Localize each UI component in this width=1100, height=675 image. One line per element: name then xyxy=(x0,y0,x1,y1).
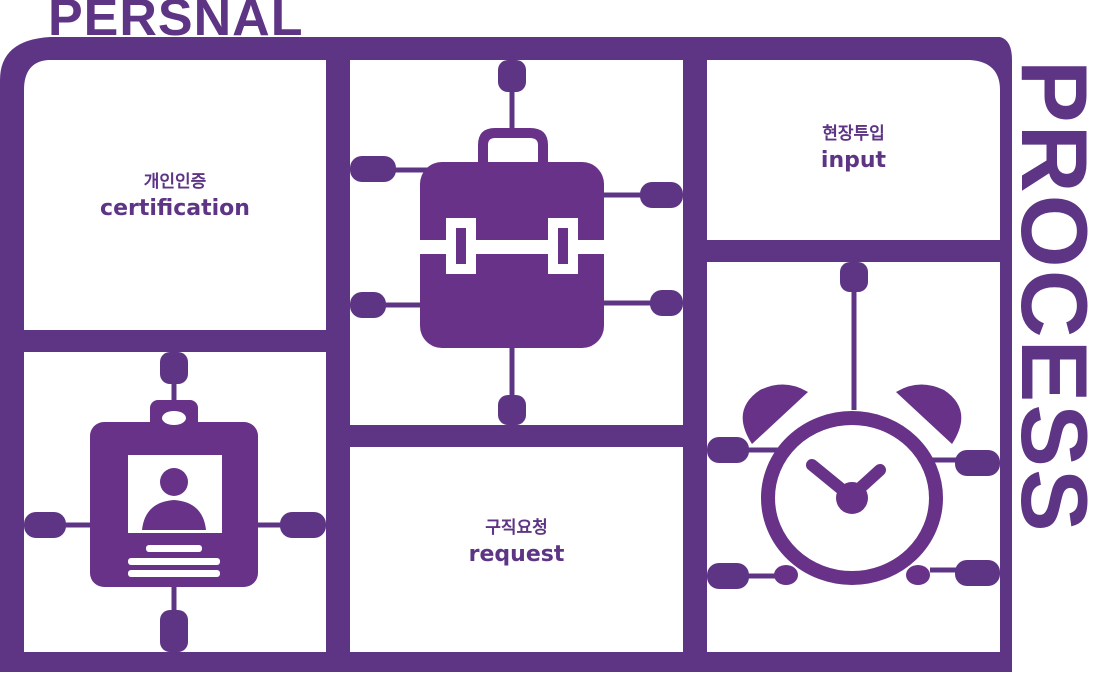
divider xyxy=(700,240,1010,262)
step-label-en: request xyxy=(468,542,565,567)
step-label-en: input xyxy=(820,148,887,173)
step-certification: 개인인증 certification xyxy=(24,170,326,224)
title-process: PROCESS xyxy=(1002,60,1100,534)
step-input: 현장투입 input xyxy=(707,122,1000,176)
divider xyxy=(0,330,340,352)
id-badge-icon xyxy=(90,400,258,587)
title-persnal: PERSNAL xyxy=(48,0,304,47)
step-label-ko: 개인인증 xyxy=(143,172,207,192)
step-request: 구직요청 request xyxy=(350,516,683,570)
step-label-ko: 구직요청 xyxy=(485,518,548,538)
divider xyxy=(326,37,350,672)
sprue-connectors xyxy=(24,60,1000,652)
divider xyxy=(340,425,690,447)
divider xyxy=(683,37,707,672)
briefcase-icon xyxy=(420,128,604,348)
step-label-en: certification xyxy=(100,196,250,221)
alarm-clock-icon xyxy=(742,384,962,585)
step-label-ko: 현장투입 xyxy=(822,124,885,144)
